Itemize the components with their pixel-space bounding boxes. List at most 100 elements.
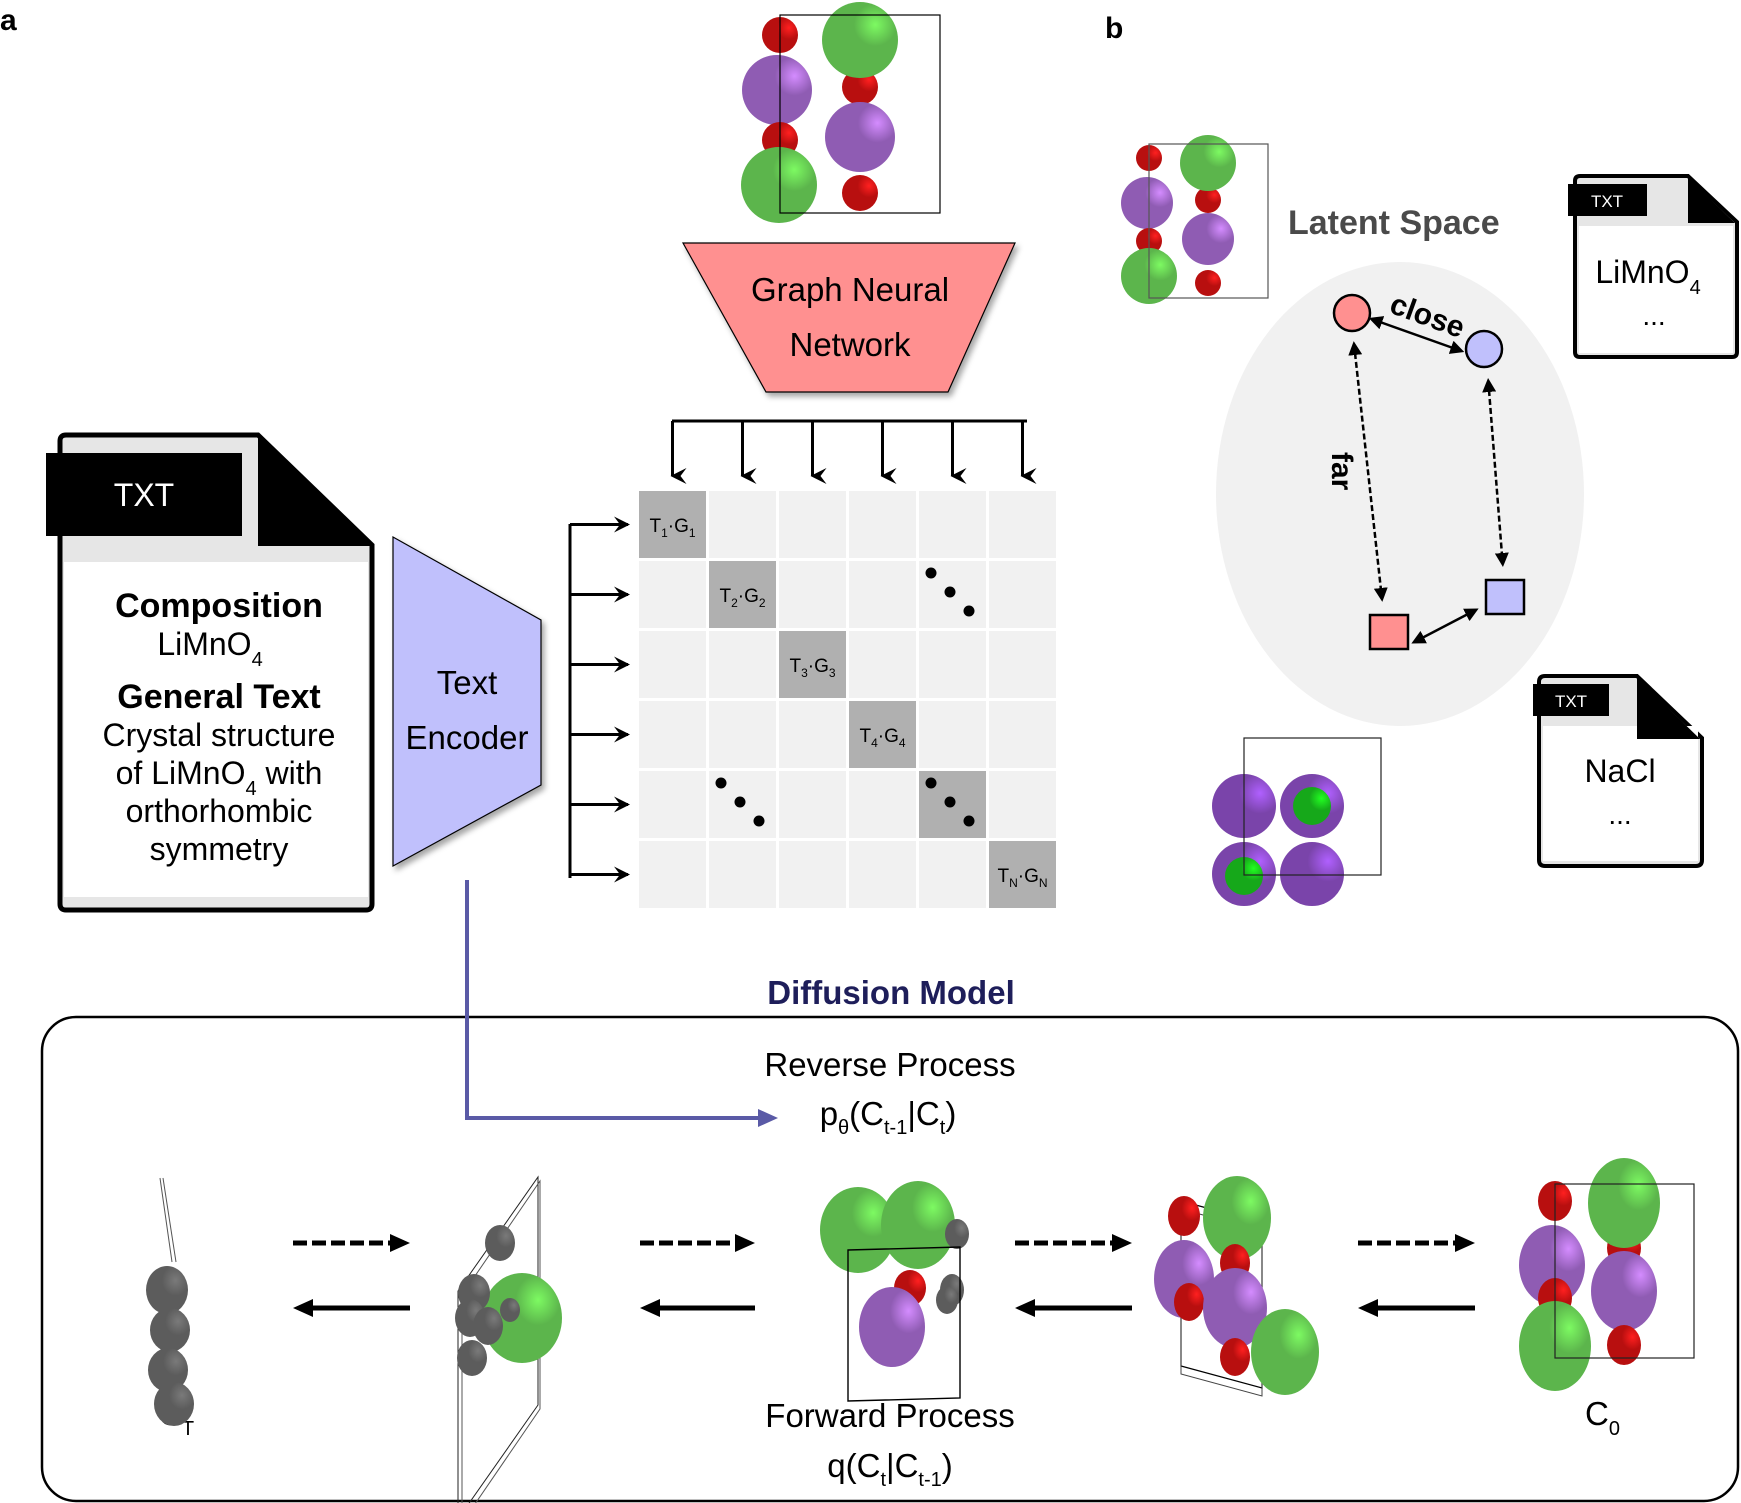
matrix-cell [989,491,1056,558]
text-encoder-block: Text Encoder [392,535,542,868]
doc1-formula: LiMnO4 [1595,254,1700,299]
far-arrow-right [1482,378,1509,567]
txt-tag-label: TXT [1591,192,1623,211]
doc2-ellipsis: ... [1608,799,1631,830]
panel-label-b: b [1105,12,1123,45]
similarity-score-label: T2·G2 [719,586,765,610]
txt-tag-label: TXT [114,477,174,513]
composition-formula: LiMnO4 [157,626,262,671]
ellipsis-dots-icon [715,777,765,827]
text-encoder-label-line2: Encoder [406,719,529,756]
similarity-score-label: TN·GN [997,866,1047,890]
gnn-trapezoid [681,242,1016,393]
unit-cell-box [779,14,941,214]
text-embedding-nacl [1368,613,1410,651]
crystal-structure-c0 [1519,1158,1695,1391]
composition-heading: Composition [115,587,323,625]
crystal-structure-limno4-small [1121,135,1269,304]
matrix-cell-diagonal [919,771,986,838]
text-encoder-label-line1: Text [437,664,498,701]
crystal-structure-limno4-input [741,2,941,223]
txt-tag-label: TXT [1555,692,1587,711]
matrix-cell [989,561,1056,628]
matrix-cell [779,701,846,768]
matrix-cell [779,561,846,628]
text-document-limno4-small: TXT LiMnO4 ... [1568,174,1739,359]
matrix-cell [779,491,846,558]
doc1-ellipsis: ... [1642,300,1665,331]
matrix-cell [639,771,706,838]
noisy-structure-stage2 [455,1175,562,1503]
reverse-process-formula: pθ(Ct-1|Ct) [820,1095,957,1139]
matrix-cell-diagonal: T1·G1 [639,491,706,558]
matrix-cell [989,771,1056,838]
matrix-cell [849,491,916,558]
graph-embedding-nacl [1484,578,1526,616]
matrix-cell-diagonal: T4·G4 [849,701,916,768]
matrix-cell [849,561,916,628]
gnn-label-line1: Graph Neural [751,271,949,308]
crystal-structure-nacl [1212,737,1382,906]
similarity-score-label: T3·G3 [789,656,835,680]
matrix-cell [709,631,776,698]
graph-embedding-arrows [670,419,1037,484]
matrix-cell [989,631,1056,698]
unit-cell-box [1554,1183,1695,1359]
matrix-cell-diagonal: TN·GN [989,841,1056,908]
process-arrows [293,1234,1475,1317]
matrix-cell [639,841,706,908]
matrix-cell [639,631,706,698]
state-label-c0: C0 [1585,1395,1620,1440]
latent-space-region [1216,262,1584,726]
close-arrow-nacl [1411,608,1479,644]
matrix-cell [919,491,986,558]
gnn-label-line2: Network [789,326,911,363]
general-text-line4: symmetry [150,831,289,867]
text-document-nacl: TXT NaCl ... [1533,674,1704,868]
graph-neural-network-block: Graph Neural Network [681,242,1016,393]
matrix-cell [639,561,706,628]
text-condition-arrow [465,880,778,1127]
similarity-score-label: T4·G4 [859,726,905,750]
latent-embeddings: close far [1325,288,1526,651]
general-text-line1: Crystal structure [103,717,336,753]
diffusion-model-title: Diffusion Model [767,974,1014,1011]
matrix-cell [849,631,916,698]
diffusion-model-frame [40,1015,1740,1503]
matrix-cell [919,561,986,628]
doc2-formula: NaCl [1584,753,1655,789]
matrix-cell [779,771,846,838]
matrix-cell [639,701,706,768]
forward-process-label: Forward Process [765,1397,1014,1434]
matrix-cell [709,841,776,908]
noisy-structure-stage4 [1154,1176,1319,1397]
text-encoder-trapezoid [392,535,542,868]
general-text-heading: General Text [117,678,320,716]
text-embedding-arrows [568,516,630,883]
latent-space-title: Latent Space [1288,204,1500,242]
text-document-limno4: TXT Composition LiMnO4 General Text Crys… [46,432,375,913]
noisy-structure-stage3 [820,1181,969,1402]
close-arrow [1368,316,1465,354]
matrix-cell [989,701,1056,768]
unit-cell-box [1148,143,1269,299]
general-text-line3: orthorhombic [126,793,313,829]
reverse-process-label: Reverse Process [764,1046,1015,1083]
ellipsis-dots-icon [925,567,975,617]
far-arrow-left [1348,341,1388,602]
txt-tag [46,453,242,536]
matrix-cell-diagonal: T2·G2 [709,561,776,628]
txt-tag [1568,184,1647,216]
matrix-cell [709,771,776,838]
similarity-score-label: T1·G1 [649,516,695,540]
matrix-cell [849,771,916,838]
matrix-cell [709,701,776,768]
txt-tag [1533,684,1609,716]
matrix-cell-diagonal: T3·G3 [779,631,846,698]
forward-process-formula: q(Ct|Ct-1) [827,1447,953,1491]
general-text-line2: of LiMnO4 with [116,755,323,800]
graph-embedding-limno4 [1464,329,1504,369]
far-label: far [1325,452,1358,491]
